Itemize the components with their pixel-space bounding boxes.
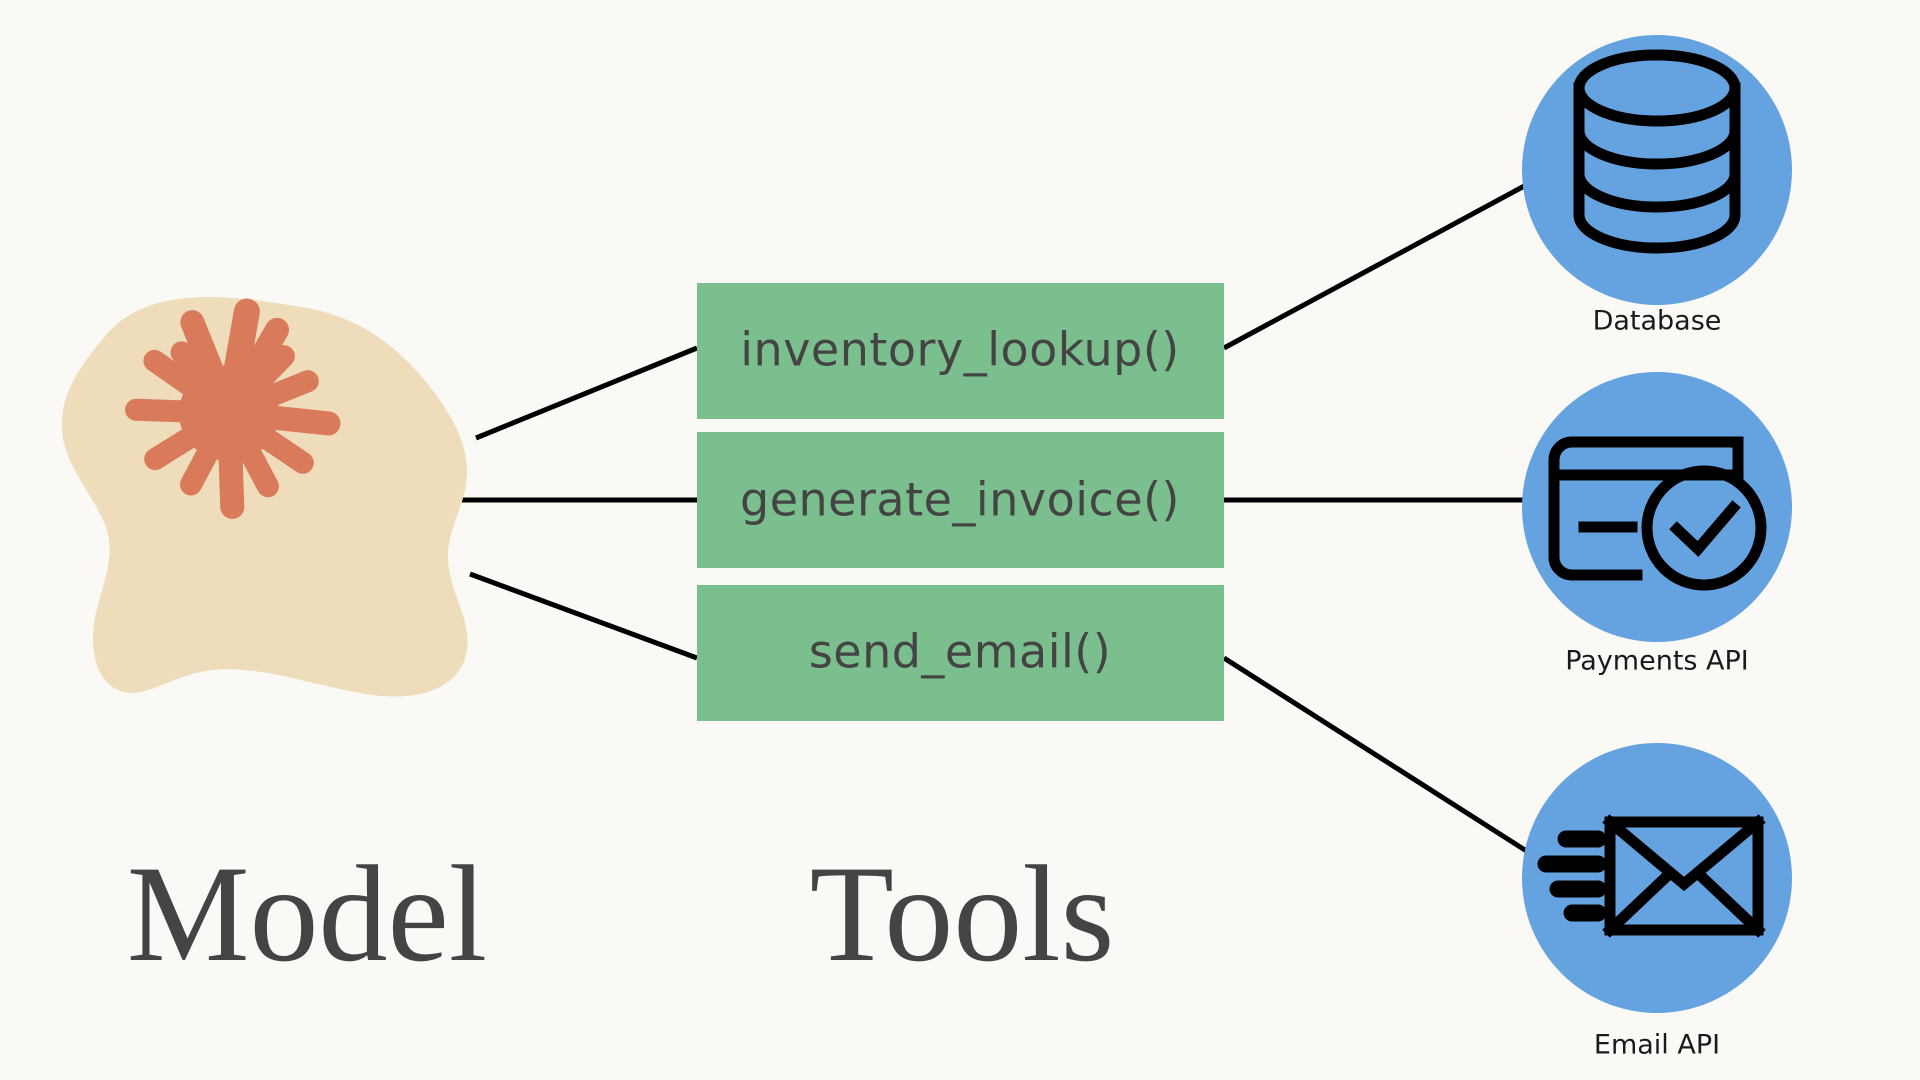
connector-model-to-send-email bbox=[469, 571, 698, 661]
tool-box-send-email-label: send_email() bbox=[809, 625, 1111, 679]
tool-box-generate-invoice-rect[interactable] bbox=[697, 432, 1224, 568]
connector-inventory-lookup-to-database bbox=[1222, 181, 1530, 351]
credit-card-check-icon bbox=[1548, 436, 1767, 591]
tool-box-inventory-lookup-rect[interactable] bbox=[697, 283, 1224, 419]
envelope-send-icon bbox=[1537, 814, 1766, 938]
tool-box-inventory-lookup[interactable]: inventory_lookup() bbox=[697, 283, 1224, 419]
tools-section-title: Tools bbox=[810, 837, 1115, 990]
tool-box-inventory-lookup-label: inventory_lookup() bbox=[740, 323, 1179, 377]
endpoint-database[interactable]: Database bbox=[1522, 35, 1792, 337]
endpoint-payments-api-label: Payments API bbox=[1565, 646, 1749, 677]
tool-box-generate-invoice-label: generate_invoice() bbox=[740, 473, 1180, 527]
endpoint-email-api-label: Email API bbox=[1594, 1030, 1720, 1061]
model-section-title: Model bbox=[127, 837, 487, 990]
connector-model-to-inventory-lookup bbox=[475, 345, 698, 441]
endpoint-database-label: Database bbox=[1593, 306, 1722, 337]
endpoint-email-api[interactable]: Email API bbox=[1522, 743, 1792, 1061]
database-icon bbox=[1573, 49, 1741, 254]
connector-group bbox=[462, 181, 1530, 855]
model-sparkle-icon bbox=[125, 298, 341, 519]
tool-box-send-email[interactable]: send_email() bbox=[697, 585, 1224, 721]
tool-box-generate-invoice[interactable]: generate_invoice() bbox=[697, 432, 1224, 568]
tool-box-send-email-rect[interactable] bbox=[697, 585, 1224, 721]
endpoint-payments-api[interactable]: Payments API bbox=[1522, 372, 1792, 677]
model-node[interactable] bbox=[61, 297, 468, 697]
endpoint-database-circle[interactable] bbox=[1522, 35, 1792, 305]
connector-send-email-to-email-api bbox=[1222, 655, 1530, 855]
